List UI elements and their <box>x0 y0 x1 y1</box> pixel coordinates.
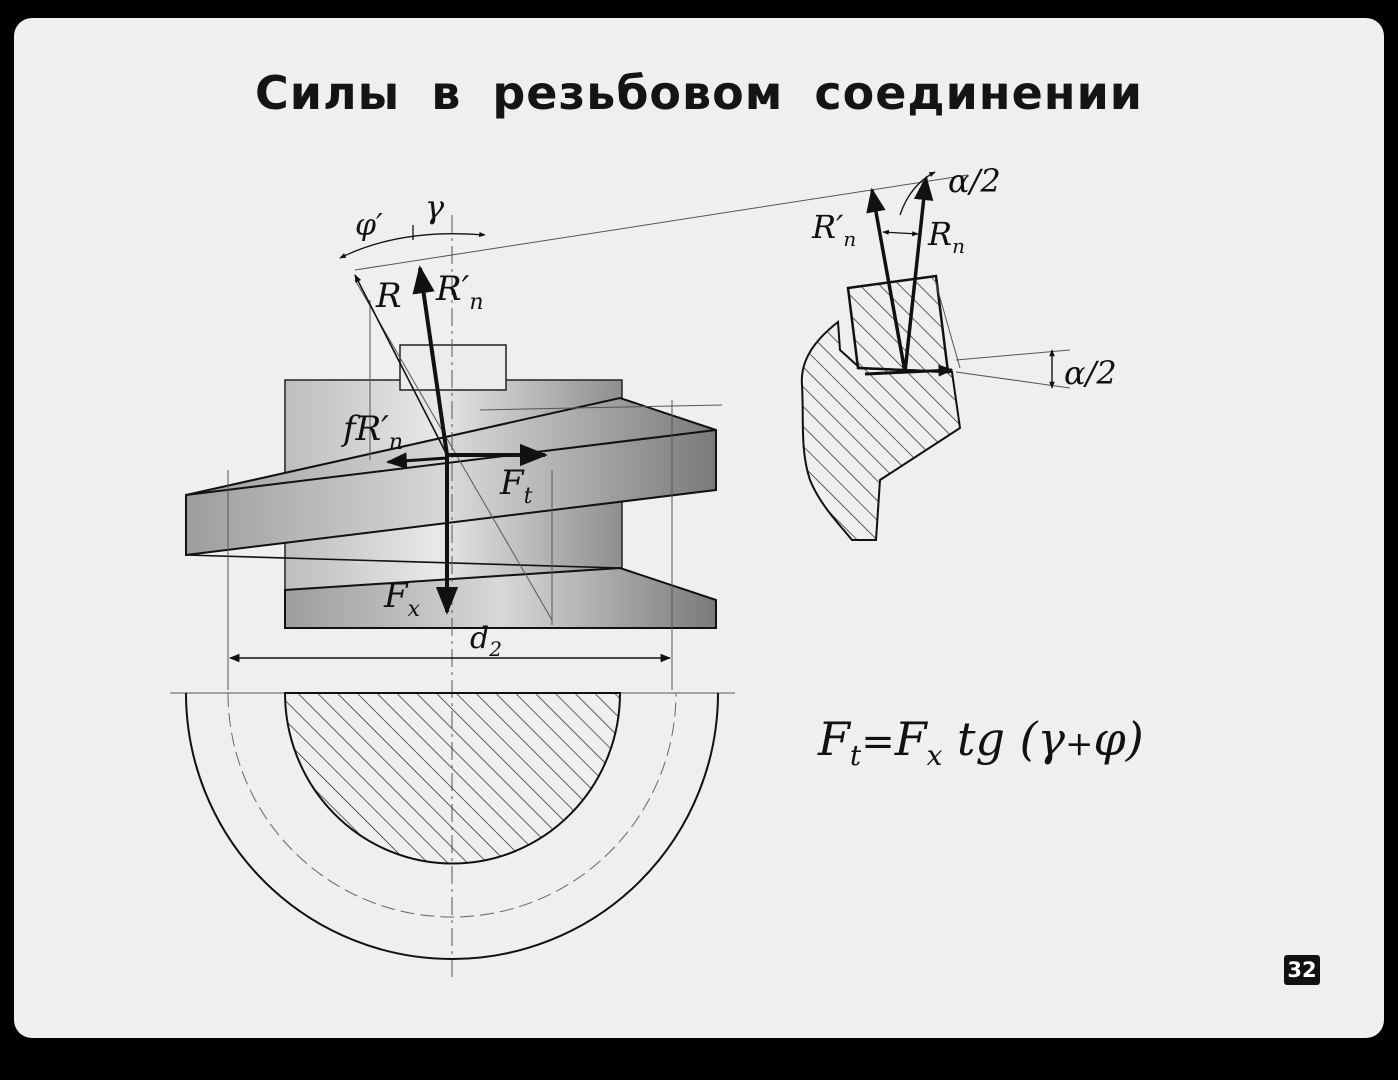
detail-labels: α/2 R′n Rn α/2 <box>811 162 1117 392</box>
Rn-prime-vector <box>412 265 449 456</box>
screw-cross-section <box>185 692 719 960</box>
R-vector <box>354 274 448 456</box>
alpha-half-side-label: α/2 <box>1064 354 1117 392</box>
detail-Rn-prime-vector <box>866 187 907 373</box>
detail-Rn-label: Rn <box>927 215 965 258</box>
thread-flank-detail <box>800 274 1071 541</box>
R-label: R <box>375 276 402 316</box>
main-labels: φ′ γ R R′n fR′n Ft Fx <box>340 188 533 622</box>
fRn-vector <box>385 452 448 470</box>
fRn-prime-label: fR′n <box>340 409 403 455</box>
Fx-label: Fx <box>383 576 421 622</box>
Rn-prime-label: R′n <box>435 269 484 315</box>
detail-Rn-vector <box>903 175 934 373</box>
slide-title: Силы в резьбовом соединении <box>254 66 1144 120</box>
thread-turn-upper <box>185 396 717 557</box>
detail-Rn-prime-label: R′n <box>811 208 856 251</box>
detail-force-vectors <box>866 171 936 373</box>
d2-dimension: d2 <box>228 621 672 663</box>
thread-turn-lower <box>185 554 717 629</box>
force-vectors <box>354 265 548 615</box>
phi-prime-label: φ′ <box>355 208 383 243</box>
page-number-badge: 32 <box>1284 955 1320 985</box>
gamma-label: γ <box>425 188 445 226</box>
force-formula: Ft=Fx tg (γ+φ) <box>817 712 1144 772</box>
angle-arcs-main <box>339 225 486 259</box>
Ft-label: Ft <box>499 463 533 509</box>
alpha-half-top-label: α/2 <box>948 162 1001 200</box>
d2-label: d2 <box>470 621 502 661</box>
